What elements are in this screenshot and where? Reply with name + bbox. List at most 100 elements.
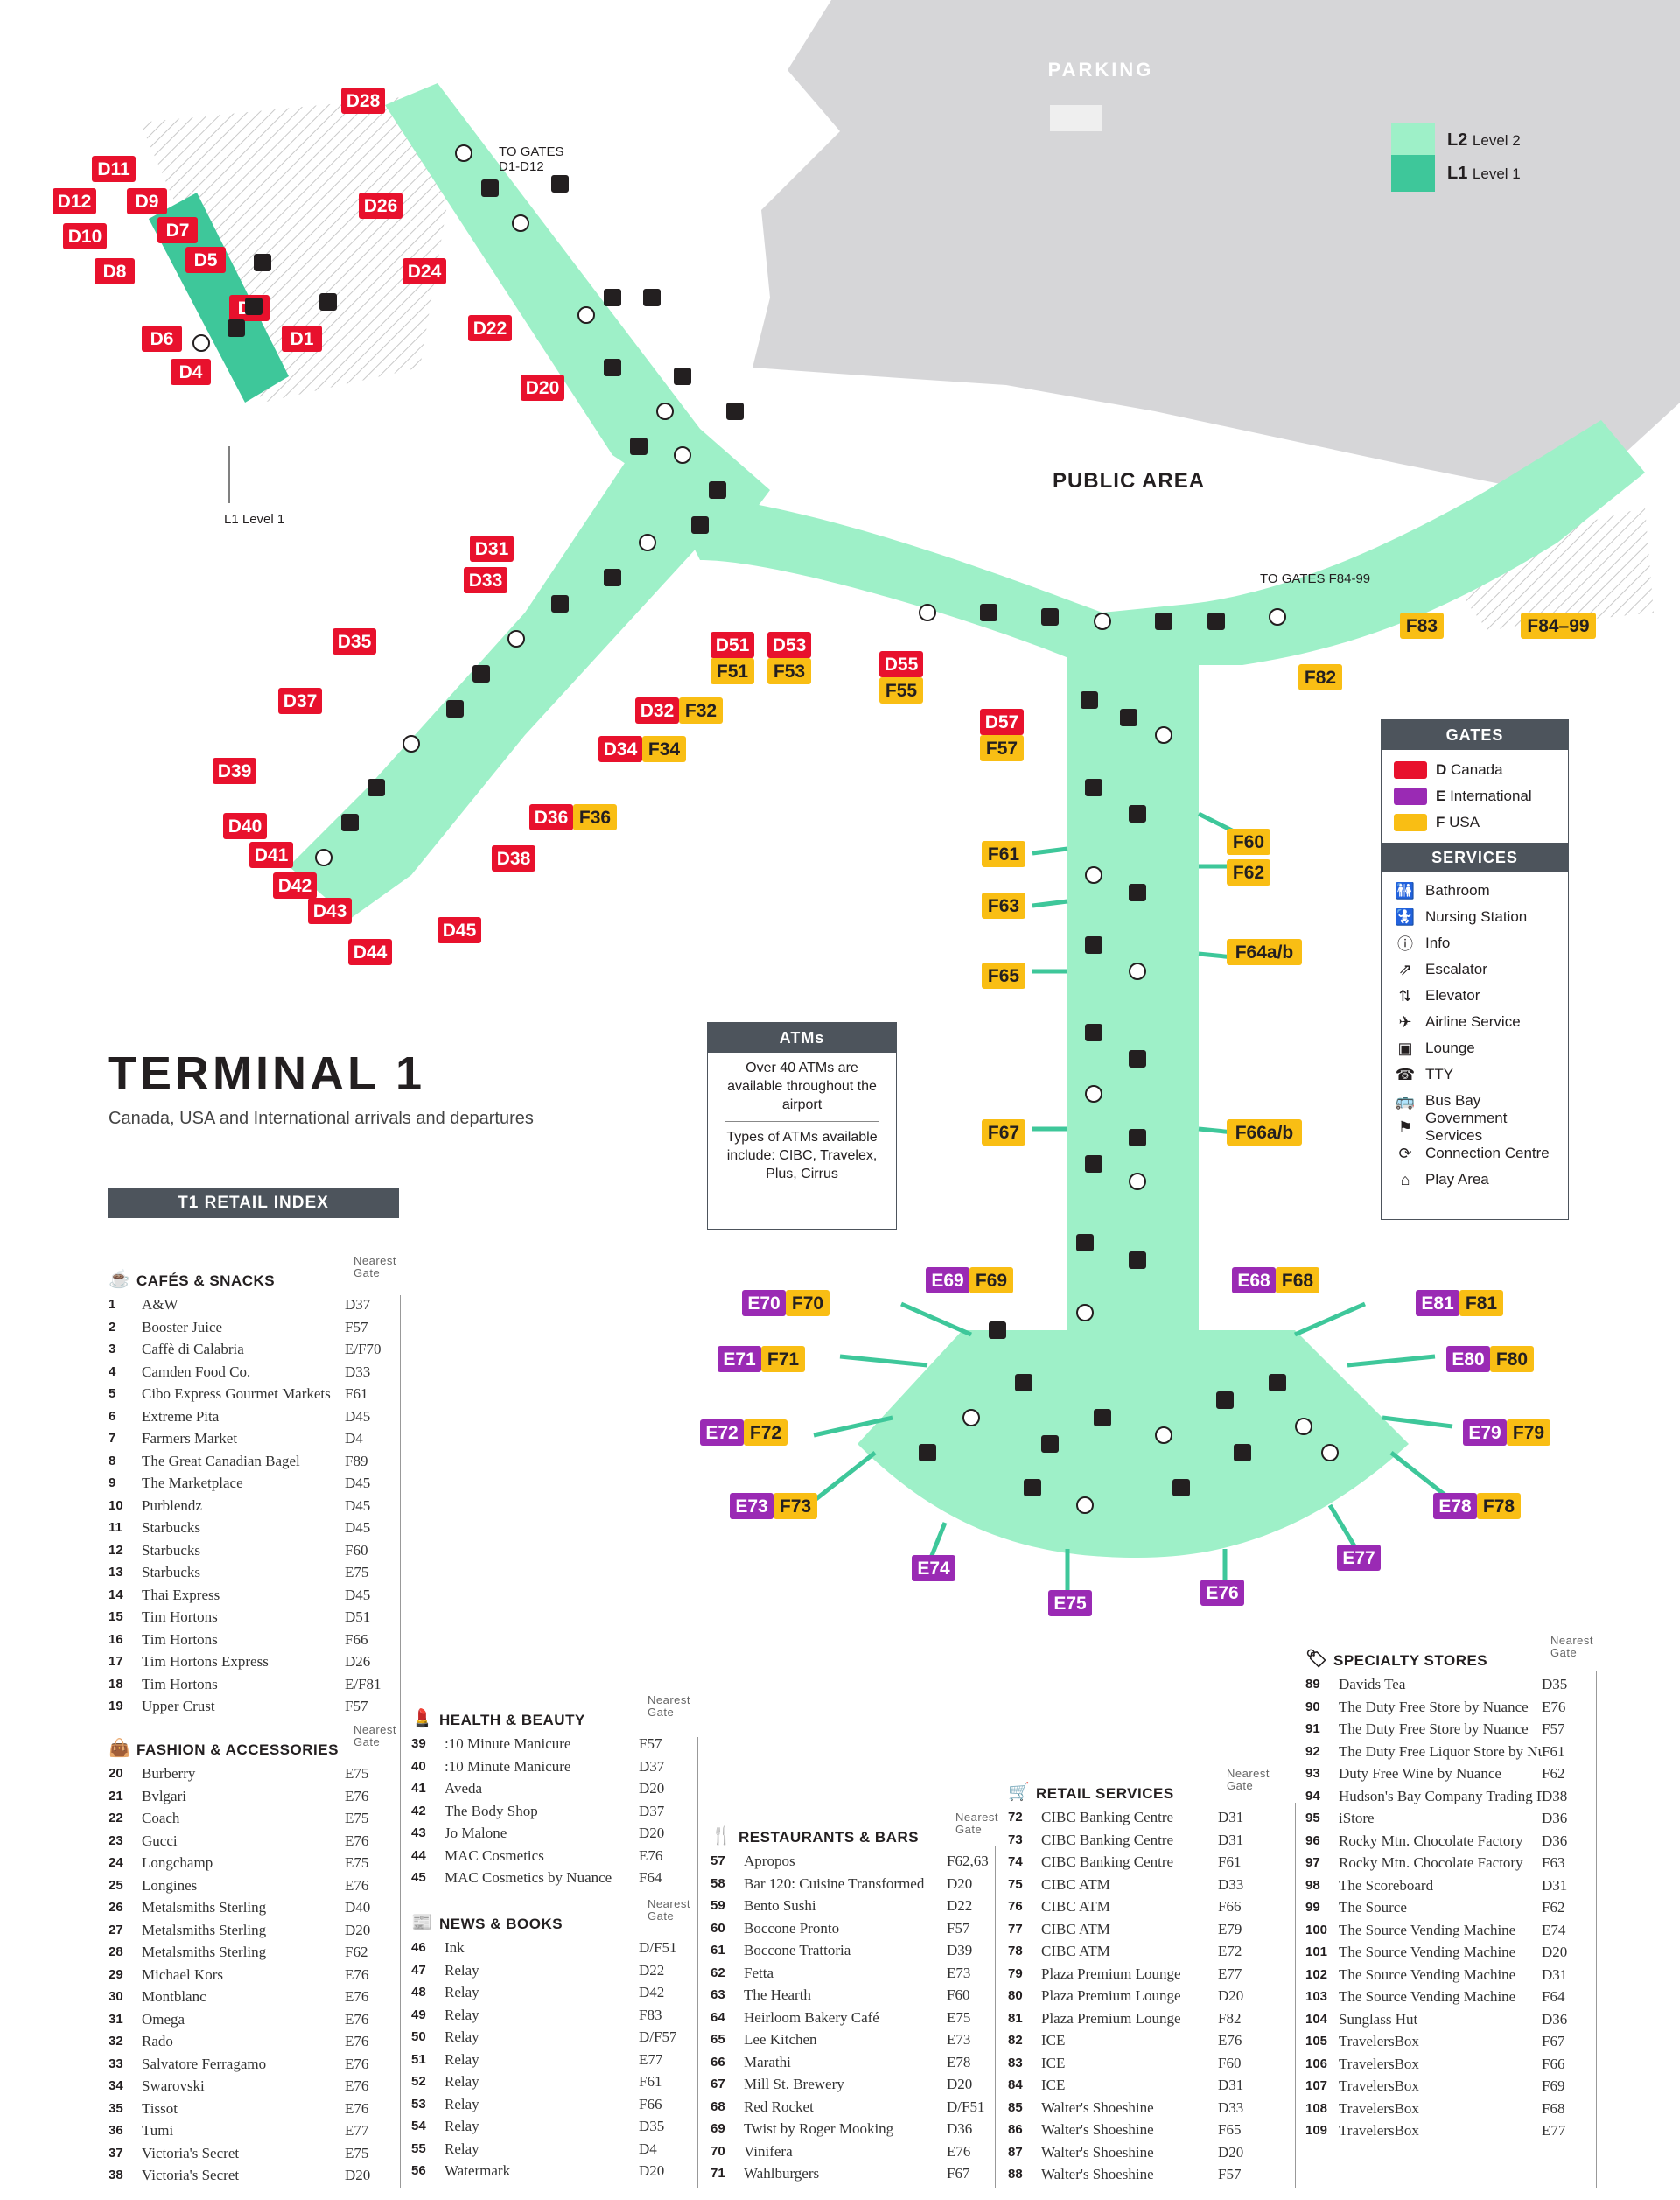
index-number: 21 xyxy=(108,1788,123,1804)
index-number: 6 xyxy=(108,1408,116,1424)
parking-label: PARKING xyxy=(1048,59,1154,81)
store-name: Ink xyxy=(444,1939,465,1956)
to-gates-d-label: TO GATES xyxy=(499,144,564,159)
gate-e72-text: E72 xyxy=(705,1423,738,1443)
index-number: 9 xyxy=(108,1475,116,1490)
gate-e76: E76 xyxy=(1200,1580,1244,1606)
gate-f36: F36 xyxy=(573,804,617,830)
store-name: Plaza Premium Lounge xyxy=(1041,2009,1181,2027)
store-name: Rocky Mtn. Chocolate Factory xyxy=(1339,1854,1523,1871)
index-number: 16 xyxy=(108,1631,123,1647)
store-name: Twist by Roger Mooking xyxy=(744,2120,894,2137)
store-name: MAC Cosmetics by Nuance xyxy=(444,1869,612,1886)
amenity-marker-icon xyxy=(1076,1234,1094,1251)
atm-head: ATMs xyxy=(708,1023,896,1053)
nearest-gate: E76 xyxy=(345,1965,369,1983)
gate-e69: E69 xyxy=(926,1267,970,1293)
store-name: TravelersBox xyxy=(1339,2033,1419,2049)
nearest-gate: D35 xyxy=(1542,1676,1568,1692)
index-divider-5 xyxy=(1596,1671,1597,2188)
nearest-gate: F66 xyxy=(1542,2055,1565,2072)
index-number: 102 xyxy=(1306,1966,1328,1982)
health-nearest-gate-label: Nearest Gate xyxy=(648,1693,691,1720)
gate-d26-text: D26 xyxy=(364,196,398,216)
nearest-gate: E75 xyxy=(947,2008,971,2026)
gate-e75-bg xyxy=(1048,1590,1092,1616)
nearest-gate: D33 xyxy=(1218,1875,1244,1893)
nearest-gate: F57 xyxy=(1542,1720,1565,1737)
gate-d45-bg xyxy=(438,917,481,943)
gate-d57-text: D57 xyxy=(985,712,1019,732)
gate-f34-bg xyxy=(642,736,686,762)
gates-services-legend: GATES D Canada E International F USA SER… xyxy=(1381,719,1569,1220)
store-name: TravelersBox xyxy=(1339,2077,1419,2094)
level2-label: Level 2 xyxy=(1472,132,1521,149)
index-number: 57 xyxy=(710,1853,725,1868)
index-number: 12 xyxy=(108,1542,123,1558)
amenity-marker-icon xyxy=(472,665,490,683)
index-number: 36 xyxy=(108,2123,123,2138)
level2-code: L2 xyxy=(1447,130,1468,150)
gate-d57-bg xyxy=(980,709,1024,735)
store-name: Davids Tea xyxy=(1339,1676,1406,1692)
pier-level1-d xyxy=(149,193,289,403)
store-name: The Duty Free Store by Nuance xyxy=(1339,1698,1529,1715)
gate-d53-bg xyxy=(767,632,811,658)
gate-e78-text: E78 xyxy=(1438,1496,1472,1517)
nearest-gate: D39 xyxy=(947,1942,973,1958)
store-name: Metalsmiths Sterling xyxy=(142,1921,267,1938)
index-number: 46 xyxy=(411,1940,426,1955)
nearest-gate: E77 xyxy=(345,2122,369,2139)
index-number: 93 xyxy=(1306,1766,1320,1781)
elevator-icon: ⇅ xyxy=(1398,986,1412,1005)
service-label: Bus Bay xyxy=(1425,1092,1481,1109)
gate-d38-text: D38 xyxy=(497,849,531,869)
index-number: 90 xyxy=(1306,1699,1320,1714)
gate-f51-text: F51 xyxy=(717,662,749,682)
service-label: Bathroom xyxy=(1425,882,1490,899)
nearest-gate: D31 xyxy=(1542,1876,1568,1894)
info-marker-icon xyxy=(1085,1085,1102,1103)
gate-d38: D38 xyxy=(492,845,536,872)
index-number: 1 xyxy=(108,1297,116,1312)
gate-d33-bg xyxy=(464,567,508,593)
index-number: 61 xyxy=(710,1943,725,1958)
amenity-marker-icon xyxy=(1129,884,1146,901)
amenity-marker-icon xyxy=(1129,1251,1146,1269)
index-number: 75 xyxy=(1008,1876,1023,1892)
store-name: Relay xyxy=(444,2028,480,2045)
gate-e71-bg xyxy=(718,1346,761,1372)
gate-d51: D51 xyxy=(710,632,754,658)
nearest-gate: F60 xyxy=(947,1986,970,2003)
concourse-d-upper xyxy=(385,83,770,525)
gate-f82-text: F82 xyxy=(1305,668,1336,688)
index-number: 78 xyxy=(1008,1944,1023,1958)
nearest-gate: D4 xyxy=(639,2140,657,2157)
index-number: 13 xyxy=(108,1565,123,1580)
store-name: Red Rocket xyxy=(744,2098,814,2115)
gate-f65-text: F65 xyxy=(988,966,1020,986)
gate-d9: D9 xyxy=(127,188,167,214)
service-label: Play Area xyxy=(1425,1171,1489,1188)
index-number: 94 xyxy=(1306,1788,1320,1804)
gate-d33: D33 xyxy=(464,567,508,593)
nearest-gate: D20 xyxy=(1218,2143,1244,2161)
page-subtitle: Canada, USA and International arrivals a… xyxy=(108,1109,534,1128)
nursing-icon: 🚼 xyxy=(1395,907,1416,926)
nearest-gate: F57 xyxy=(639,1735,662,1752)
atm-divider xyxy=(725,1121,878,1123)
nearest-gate: D4 xyxy=(345,1430,363,1447)
